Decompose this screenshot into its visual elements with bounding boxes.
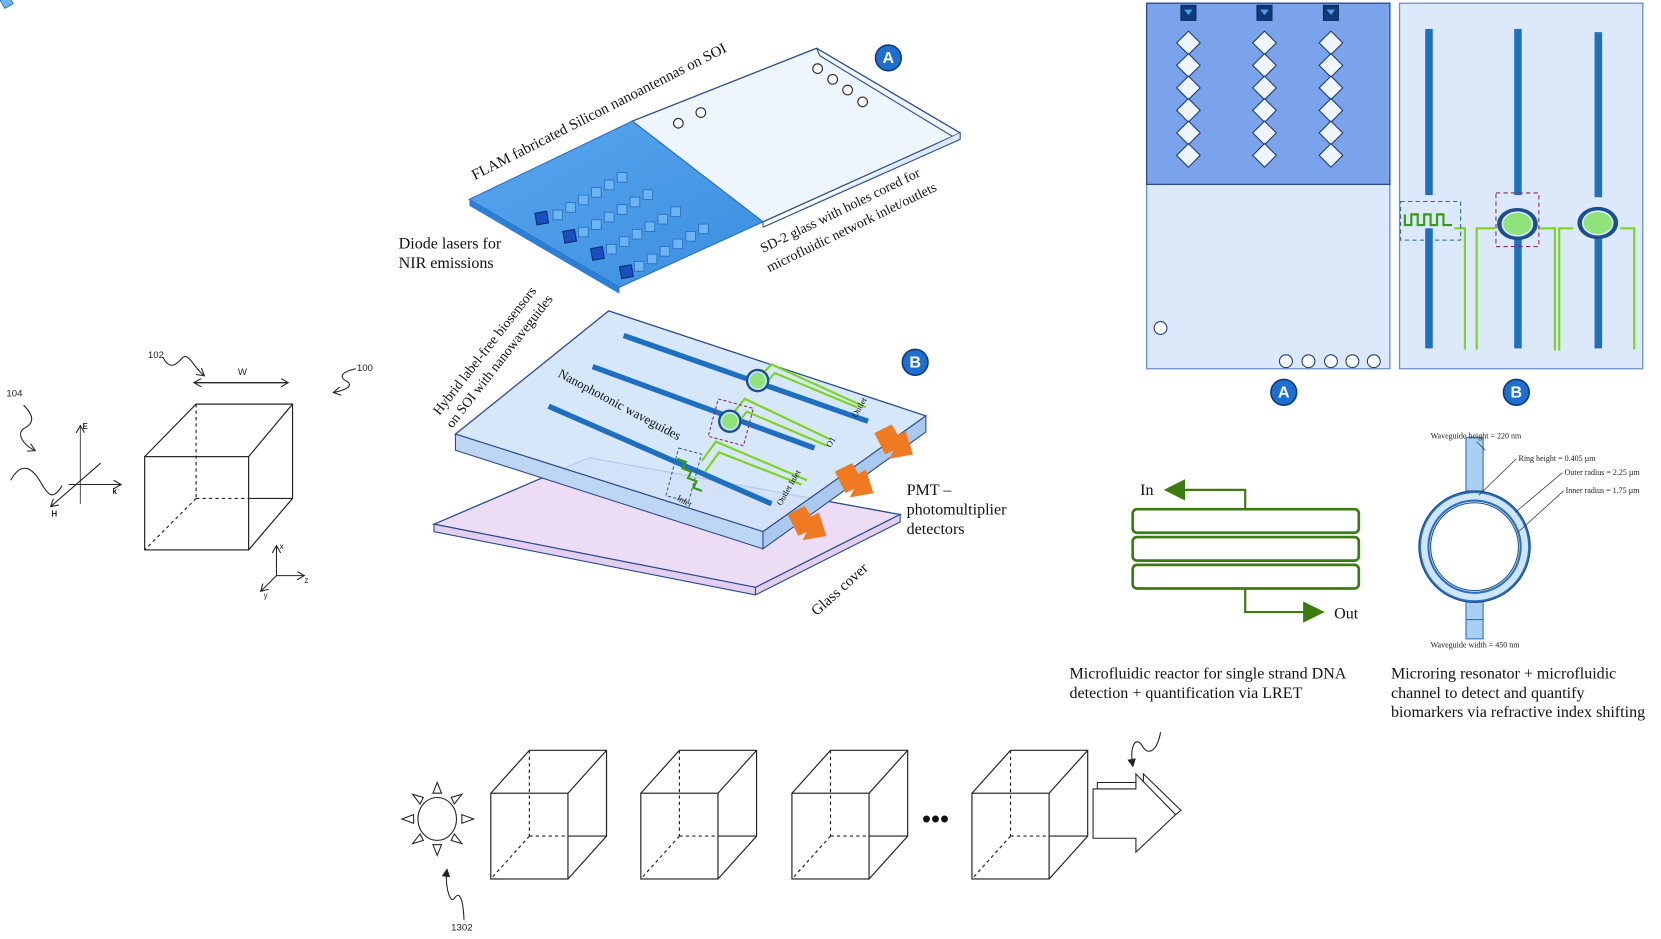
waveguide-height-label: Waveguide height = 220 nm (1431, 431, 1522, 440)
reactor-inlet-arrow (1163, 479, 1247, 510)
badge-b-top-label: B (1511, 384, 1523, 402)
nanoantenna-diamond (1251, 142, 1278, 168)
nanoantenna-diamond (1175, 142, 1201, 168)
wave-icon (10, 467, 63, 496)
badge-a-3d-label: A (883, 49, 895, 67)
waveguides-top (1425, 28, 1603, 349)
light-source-icon (400, 781, 476, 857)
nanoantenna-columns (1175, 30, 1344, 168)
chain-cube (640, 749, 758, 880)
width-label: W (238, 367, 248, 378)
output-arrow-icon (1092, 772, 1182, 854)
leader-1302 (441, 868, 465, 920)
cube-102 (144, 403, 294, 551)
serpentine-reactor-top (1403, 213, 1453, 227)
reactor-out-label: Out (1334, 605, 1359, 622)
reactor-channel-1 (1131, 507, 1361, 535)
k-vector-label: k (113, 487, 118, 496)
chip-stack-3d: FLAM fabricated Silicon nanoantennas on … (0, 0, 1007, 619)
diode-lasers (534, 210, 634, 280)
badge-b-top (1502, 378, 1530, 406)
y-axis-label: y (264, 591, 268, 600)
inner-radius-label: Inner radius = 1.75 µm (1566, 486, 1641, 495)
output-arrow-1 (874, 424, 914, 459)
nanoantenna-array (0, 0, 14, 9)
label-o1: O1 (824, 435, 838, 449)
ellipsis: ••• (922, 806, 949, 834)
microring-caption-line3: biomarkers via refractive index shifting (1391, 704, 1645, 721)
inlet-holes (672, 63, 869, 129)
nanophotonic-waveguides (547, 332, 869, 507)
reactor-channel-2 (1131, 535, 1361, 562)
label-diode-line2: NIR emissions (399, 255, 494, 272)
serpentine-reactor-3d (665, 447, 703, 503)
badge-b-3d-label: B (909, 354, 921, 372)
h-field-label: H (51, 510, 57, 519)
layer-a-chip: FLAM fabricated Silicon nanoantennas on … (0, 0, 962, 294)
label-pmt-line1: PMT – (907, 482, 953, 499)
ref-label-102: 102 (148, 350, 164, 361)
reactor-highlight-box (1400, 200, 1462, 241)
outlet-holes (1278, 354, 1381, 369)
waveguide-width-label: Waveguide width = 450 nm (1431, 640, 1521, 649)
cube-chain: 1302 ••• (400, 732, 1182, 933)
ring-height-label: Ring height = 0.405 µm (1518, 454, 1596, 463)
z-axis-label: z (304, 576, 308, 585)
leader-100 (334, 368, 356, 393)
nanoantenna-diamond (1318, 142, 1344, 168)
microfluidic-reactor: In Out Microfluidic reactor for single s… (1069, 479, 1361, 702)
microring-caption-line1: Microring resonator + microfluidic (1391, 666, 1616, 683)
top-view-panel-b: B (1398, 2, 1644, 406)
ref-label-1302: 1302 (451, 922, 472, 933)
chain-cubes (490, 749, 1089, 880)
leader-102 (162, 356, 204, 375)
channels-top (1454, 227, 1636, 351)
output-arrow-3 (787, 505, 827, 541)
leader-104 (20, 404, 35, 450)
ref-label-100: 100 (357, 363, 373, 374)
top-view-panel-a: A (1145, 2, 1391, 406)
reactor-caption-line1: Microfluidic reactor for single strand D… (1069, 666, 1346, 683)
label-glass-cover: Glass cover (809, 560, 872, 619)
label-pmt-line2: photomultiplier (907, 502, 1008, 519)
layer-b-chip: Hybrid label-free biosensors on SOI with… (431, 284, 1008, 550)
reactor-channel-3 (1131, 563, 1361, 590)
glass-cover: Glass cover (431, 457, 903, 619)
y-axis (261, 575, 277, 591)
chain-cube (490, 749, 608, 880)
pmt-output-arrows (787, 424, 914, 541)
badge-b-3d (901, 348, 929, 376)
chain-cube (791, 749, 909, 880)
badge-a-3d (874, 44, 903, 72)
badge-a-top-label: A (1278, 384, 1290, 402)
e-field-label: E (83, 422, 89, 431)
microring-caption-line2: channel to detect and quantify (1391, 685, 1585, 702)
ring-highlight-box (1495, 192, 1540, 248)
label-pmt-line3: detectors (907, 521, 965, 538)
badge-a-top (1270, 378, 1298, 406)
label-diode-line1: Diode lasers for (399, 236, 502, 253)
reactor-caption-line2: detection + quantification via LRET (1069, 685, 1302, 702)
reactor-outlet-arrow (1244, 588, 1325, 623)
chain-cube (971, 749, 1089, 880)
x-axis-label: x (280, 542, 284, 551)
reactor-in-label: In (1140, 482, 1153, 499)
microring-resonator-diagram: Waveguide height = 220 nm Ring height = … (1391, 431, 1645, 721)
outer-radius-label: Outer radius = 2.25 µm (1565, 468, 1641, 477)
ref-label-104: 104 (6, 389, 23, 400)
microring-resonators (707, 368, 770, 447)
figure-single-cube: 102 W 100 104 E k H x (6, 350, 372, 600)
silicon-nanoantenna-region (468, 120, 765, 288)
h-field-axis (51, 462, 102, 506)
leader-output (1127, 732, 1162, 768)
output-arrow-2 (834, 463, 874, 498)
hole (1153, 321, 1168, 335)
